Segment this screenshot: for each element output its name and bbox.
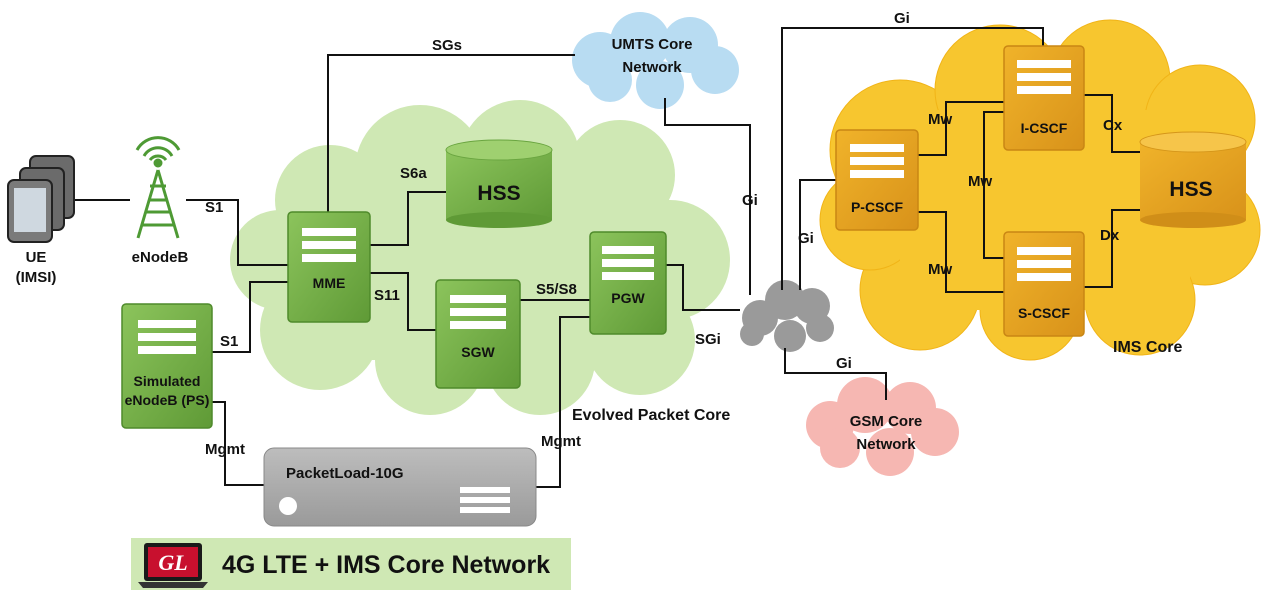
title-bar: GL bbox=[131, 538, 571, 590]
link-label-mgmt-right: Mgmt bbox=[541, 433, 581, 450]
hss-epc-cylinder bbox=[445, 139, 553, 228]
ue-sub-label: (IMSI) bbox=[16, 269, 57, 286]
packetload-appliance bbox=[263, 447, 537, 527]
gsm-cloud-label-1: GSM Core bbox=[850, 413, 923, 430]
enodeb-tower-icon bbox=[135, 136, 181, 239]
diagram-title: 4G LTE + IMS Core Network bbox=[222, 551, 550, 579]
link-label-mw-p-s: Mw bbox=[928, 261, 952, 278]
icscf-label: I-CSCF bbox=[1021, 120, 1068, 136]
link-label-s6a: S6a bbox=[400, 165, 427, 182]
ims-core-label: IMS Core bbox=[1113, 339, 1182, 356]
laptop-logo-icon bbox=[138, 543, 208, 588]
epc-label: Evolved Packet Core bbox=[572, 407, 730, 424]
link-label-gi-pcscf: Gi bbox=[798, 230, 814, 247]
gsm-cloud bbox=[806, 377, 959, 476]
simulated-enodeb-label-1: Simulated bbox=[134, 373, 201, 389]
link-label-cx: Cx bbox=[1103, 117, 1123, 134]
gsm-cloud-label-2: Network bbox=[856, 436, 916, 453]
icscf-box bbox=[1003, 45, 1085, 151]
link-label-s11: S11 bbox=[374, 287, 400, 304]
mme-label: MME bbox=[313, 275, 346, 291]
link-label-s1-top: S1 bbox=[205, 199, 223, 216]
link-label-mw-p-i: Mw bbox=[928, 111, 952, 128]
internet-cloud bbox=[740, 280, 834, 352]
link-label-gi-gsm: Gi bbox=[836, 355, 852, 372]
hss-epc-label: HSS bbox=[477, 182, 520, 205]
link-label-s5s8: S5/S8 bbox=[536, 281, 577, 298]
simulated-enodeb-label-2: eNodeB (PS) bbox=[125, 392, 210, 408]
scscf-label: S-CSCF bbox=[1018, 305, 1071, 321]
link-label-dx: Dx bbox=[1100, 227, 1120, 244]
ue-label: UE bbox=[26, 249, 47, 266]
enodeb-label: eNodeB bbox=[132, 249, 189, 266]
hss-ims-label: HSS bbox=[1169, 178, 1212, 201]
link-label-sgi: SGi bbox=[695, 331, 721, 348]
ue-devices-icon bbox=[7, 155, 75, 243]
mme-box bbox=[287, 211, 371, 323]
hss-ims-cylinder bbox=[1139, 131, 1247, 228]
link-label-mgmt-left: Mgmt bbox=[205, 441, 245, 458]
pgw-box bbox=[589, 231, 667, 335]
umts-cloud bbox=[572, 12, 739, 109]
pcscf-box bbox=[835, 129, 919, 231]
sgw-label: SGW bbox=[461, 344, 495, 360]
link-label-sgs: SGs bbox=[432, 37, 462, 54]
simulated-enodeb-box bbox=[121, 303, 213, 429]
umts-cloud-label-2: Network bbox=[622, 59, 682, 76]
sgw-box bbox=[435, 279, 521, 389]
umts-cloud-label-1: UMTS Core bbox=[612, 36, 693, 53]
pcscf-label: P-CSCF bbox=[851, 199, 904, 215]
link-label-gi-umts: Gi bbox=[742, 192, 758, 209]
link-label-s1-bottom: S1 bbox=[220, 333, 238, 350]
scscf-box bbox=[1003, 231, 1085, 337]
link-label-mw-i-s: Mw bbox=[968, 173, 992, 190]
logo-text: GL bbox=[158, 550, 187, 575]
pgw-label: PGW bbox=[611, 290, 645, 306]
packetload-label: PacketLoad-10G bbox=[286, 465, 404, 482]
links bbox=[72, 27, 1140, 488]
link-label-gi-top: Gi bbox=[894, 10, 910, 27]
